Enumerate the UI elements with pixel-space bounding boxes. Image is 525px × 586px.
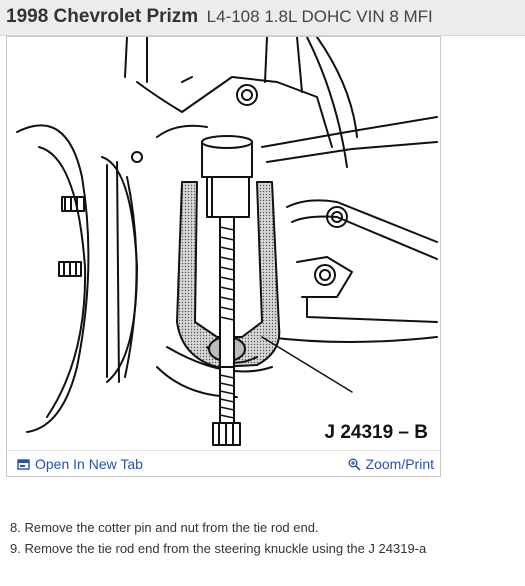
open-in-new-tab-label: Open In New Tab	[35, 456, 143, 472]
tie-rod-puller-diagram: J 24319 – B	[7, 37, 440, 450]
figure-card: J 24319 – B Open In New Tab Zoom/Print	[6, 36, 441, 477]
open-in-new-tab-link[interactable]: Open In New Tab	[17, 456, 143, 472]
step-8: 8. Remove the cotter pin and nut from th…	[10, 520, 319, 535]
page-title-bar: 1998 Chevrolet Prizm L4-108 1.8L DOHC VI…	[0, 0, 525, 36]
figure-footer: Open In New Tab Zoom/Print	[7, 450, 440, 476]
vehicle-title: 1998 Chevrolet Prizm	[6, 6, 199, 27]
diagram-drawing	[16, 37, 438, 446]
engine-subtitle: L4-108 1.8L DOHC VIN 8 MFI	[206, 7, 433, 26]
procedure-steps: 8. Remove the cotter pin and nut from th…	[10, 517, 520, 559]
step-9: 9. Remove the tie rod end from the steer…	[10, 541, 427, 556]
tool-caption: J 24319 – B	[324, 422, 428, 443]
zoom-print-link[interactable]: Zoom/Print	[348, 456, 434, 472]
open-in-new-tab-icon	[17, 458, 30, 470]
zoom-magnifier-icon	[348, 458, 361, 471]
zoom-print-label: Zoom/Print	[365, 456, 434, 472]
